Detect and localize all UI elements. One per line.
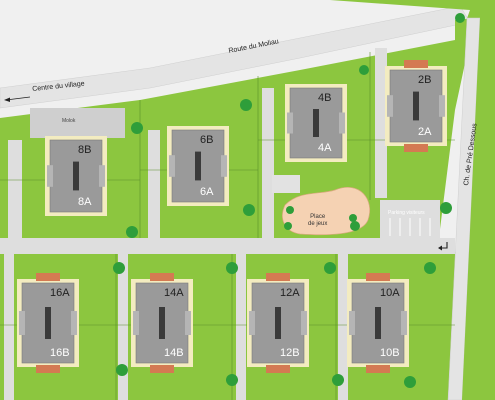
access-path-6 (148, 130, 160, 240)
building-10-skylight (375, 307, 381, 339)
building-12-wing-right (301, 311, 307, 335)
access-path-8 (8, 140, 22, 240)
building-6-wing-right (221, 155, 227, 177)
building-10-garage-top (366, 273, 390, 281)
parking-stripes (389, 218, 431, 236)
building-6-bottom-label: 6A (200, 186, 214, 198)
building-10-wing-left (349, 311, 355, 335)
building-14-top-label: 14A (164, 287, 184, 299)
building-12-skylight (275, 307, 281, 339)
building-14-garage-bottom (150, 365, 174, 373)
access-path-4 (262, 88, 274, 238)
building-4 (285, 84, 347, 162)
building-8-wing-right (99, 165, 105, 187)
building-14-wing-left (133, 311, 139, 335)
building-16-wing-right (71, 311, 77, 335)
building-12-top-label: 12A (280, 287, 300, 299)
building-10-top-label: 10A (380, 287, 400, 299)
junction-arrow-icon (440, 242, 448, 249)
building-8-skylight (73, 161, 79, 191)
building-8-bottom-label: 8A (78, 196, 92, 208)
building-16-top-label: 16A (50, 287, 70, 299)
building-16-bottom-label: 16B (50, 347, 70, 359)
building-4-top-label: 4B (318, 92, 332, 104)
building-2-wing-left (387, 95, 393, 117)
building-6-wing-left (169, 155, 175, 177)
access-path-2 (375, 48, 387, 198)
ch-pre-dessous (447, 17, 481, 400)
building-14-wing-right (185, 311, 191, 335)
access-path-14 (118, 254, 128, 400)
building-4-bottom-label: 4A (318, 142, 332, 154)
building-16-garage-bottom (36, 365, 60, 373)
moloks-label: Molok (62, 118, 76, 124)
access-path-10 (338, 254, 348, 400)
trees (113, 13, 465, 388)
building-8-top-label: 8B (78, 144, 92, 156)
centre-arrow-head-icon (4, 97, 10, 102)
building-2-garage-bottom (404, 144, 428, 152)
building-16-garage-top (36, 273, 60, 281)
building-4-skylight (313, 109, 319, 137)
molok-area (30, 108, 125, 138)
building-12-garage-bottom (266, 365, 290, 373)
lawn-east (462, 18, 495, 400)
building-2-top-label: 2B (418, 74, 432, 86)
access-path-12 (236, 254, 246, 400)
building-8 (45, 136, 107, 216)
lawn-northeast (330, 0, 495, 24)
building-16-wing-left (19, 311, 25, 335)
place-de-jeux (282, 187, 370, 236)
building-10-bottom-label: 10B (380, 347, 400, 359)
building-4-wing-left (287, 112, 293, 134)
building-2-wing-right (439, 95, 445, 117)
place-de-jeux-line1: Place (310, 214, 326, 220)
building-14 (131, 273, 193, 373)
building-4-wing-right (339, 112, 345, 134)
building-2 (385, 60, 447, 152)
building-6-skylight (195, 151, 201, 181)
building-2-garage-top (404, 60, 428, 68)
building-14-bottom-label: 14B (164, 347, 184, 359)
building-12-garage-top (266, 273, 290, 281)
building-12 (247, 273, 309, 373)
access-path-16 (4, 254, 14, 400)
building-6-top-label: 6B (200, 134, 214, 146)
building-14-garage-top (150, 273, 174, 281)
building-12-bottom-label: 12B (280, 347, 300, 359)
place-de-jeux-line2: de jeux (308, 221, 328, 227)
building-10-garage-bottom (366, 365, 390, 373)
parking-visiteurs-label: Parking visiteurs (388, 210, 425, 216)
internal-road (0, 238, 455, 254)
parking-bays-4 (272, 175, 300, 193)
building-10-wing-right (401, 311, 407, 335)
building-14-skylight (159, 307, 165, 339)
building-2-bottom-label: 2A (418, 126, 432, 138)
junction-arrow-head-icon (438, 245, 442, 251)
building-8-wing-left (47, 165, 53, 187)
building-10 (347, 273, 409, 373)
building-16 (17, 273, 79, 373)
building-12-wing-left (249, 311, 255, 335)
building-2-skylight (413, 91, 419, 121)
place-de-jeux-label: Place de jeux (308, 214, 327, 228)
building-16-skylight (45, 307, 51, 339)
building-6 (167, 126, 229, 206)
